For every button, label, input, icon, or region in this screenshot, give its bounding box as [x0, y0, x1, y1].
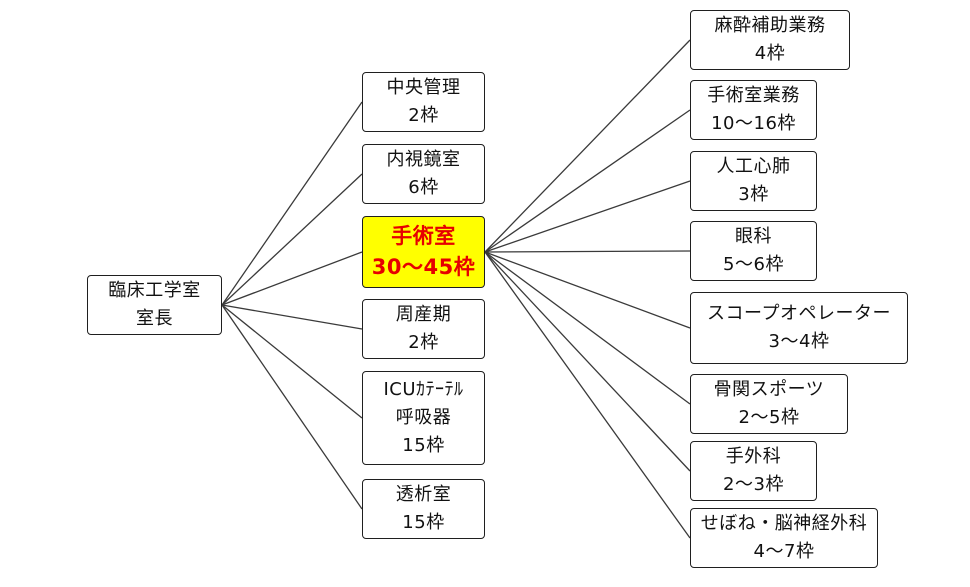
- node-sebone-nou-shinkei-geka: せぼね・脳神経外科 4～7枠: [690, 508, 878, 568]
- root-line-1: 臨床工学室: [108, 280, 201, 301]
- connector-root-to-left-0: [221, 101, 363, 306]
- connector-shujutsu-to-right-1: [484, 109, 691, 253]
- node-label: 手外科: [725, 446, 782, 467]
- node-count: 10～16枠: [711, 113, 796, 134]
- node-label: 手術室: [391, 224, 456, 248]
- node-count: 4枠: [754, 43, 786, 64]
- root-node-rinsho-kogakushitsu: 臨床工学室 室長: [87, 275, 222, 335]
- node-label: 骨関スポーツ: [713, 379, 825, 400]
- node-label: せぼね・脳神経外科: [700, 513, 868, 534]
- root-line-2: 室長: [136, 308, 173, 329]
- node-count: 2枠: [408, 332, 439, 353]
- node-masui-hojo: 麻酔補助業務 4枠: [690, 10, 850, 70]
- node-label: ICUｶﾃｰﾃﾙ: [383, 379, 464, 400]
- node-count: 15枠: [402, 512, 445, 533]
- connector-root-to-left-4: [221, 304, 363, 419]
- connector-shujutsu-to-right-5: [484, 251, 691, 405]
- node-label: 眼科: [735, 226, 772, 247]
- node-label: 透析室: [395, 484, 452, 505]
- connector-root-to-left-1: [221, 173, 363, 306]
- node-count: 3～4枠: [768, 331, 830, 352]
- node-kotsukan-sports: 骨関スポーツ 2～5枠: [690, 374, 848, 434]
- node-label: 人工心肺: [716, 156, 791, 177]
- connector-shujutsu-to-right-3: [484, 250, 691, 253]
- node-count: 3枠: [738, 184, 769, 205]
- connector-shujutsu-to-right-2: [484, 180, 691, 253]
- node-count: 6枠: [408, 177, 439, 198]
- node-ganka: 眼科 5～6枠: [690, 221, 817, 281]
- node-count: 30～45枠: [371, 255, 476, 279]
- node-label: スコープオペレーター: [707, 303, 891, 324]
- connector-root-to-left-5: [221, 304, 363, 510]
- node-count: 5～6枠: [723, 254, 784, 275]
- node-count: 4～7枠: [753, 541, 815, 562]
- node-te-geka: 手外科 2～3枠: [690, 441, 817, 501]
- connector-root-to-left-3: [221, 304, 363, 330]
- node-chuo-kanri: 中央管理 2枠: [362, 72, 485, 132]
- node-toseki: 透析室 15枠: [362, 479, 485, 539]
- node-shujutsushitsu-gyomu: 手術室業務 10～16枠: [690, 80, 817, 140]
- node-shujutsu-highlight: 手術室 30～45枠: [362, 216, 485, 288]
- node-naishikyo: 内視鏡室 6枠: [362, 144, 485, 204]
- node-label-2: 呼吸器: [395, 407, 452, 428]
- node-icu: ICUｶﾃｰﾃﾙ 呼吸器 15枠: [362, 371, 485, 465]
- connector-shujutsu-to-right-6: [484, 251, 691, 472]
- node-count: 2～3枠: [723, 474, 784, 495]
- connector-shujutsu-to-right-0: [484, 39, 691, 253]
- node-scope-operator: スコープオペレーター 3～4枠: [690, 292, 908, 364]
- node-count: 2枠: [408, 105, 439, 126]
- node-label: 中央管理: [386, 77, 461, 98]
- node-label: 麻酔補助業務: [714, 15, 826, 36]
- node-label: 周産期: [395, 304, 452, 325]
- connector-root-to-left-2: [221, 251, 363, 306]
- connector-shujutsu-to-right-4: [484, 251, 691, 329]
- node-count: 2～5枠: [738, 407, 800, 428]
- connector-shujutsu-to-right-7: [484, 251, 691, 539]
- node-count: 15枠: [402, 435, 445, 456]
- node-label: 内視鏡室: [386, 149, 461, 170]
- node-shusanki: 周産期 2枠: [362, 299, 485, 359]
- node-label: 手術室業務: [707, 85, 800, 106]
- node-jinko-shinpai: 人工心肺 3枠: [690, 151, 817, 211]
